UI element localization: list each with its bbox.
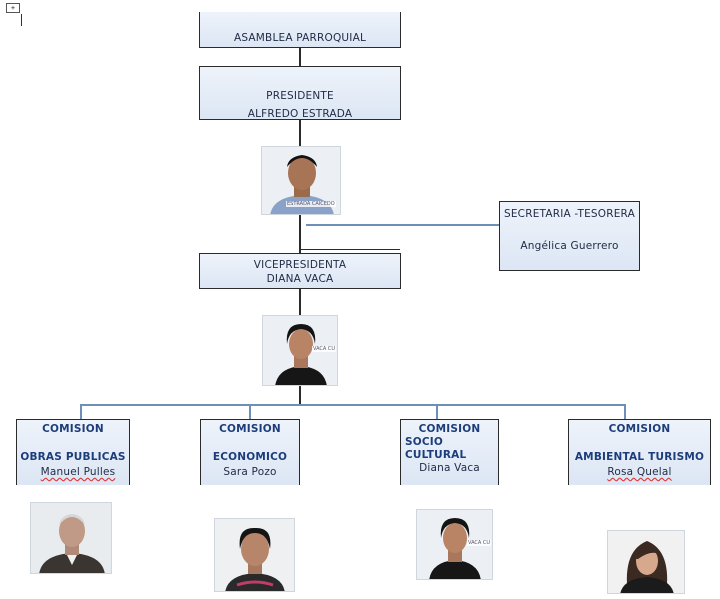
commission-person-1: Manuel Pulles (40, 466, 116, 478)
connector-to-secretary (306, 224, 499, 226)
commission-label-3: COMISION (418, 423, 481, 435)
secretary-box: SECRETARIA -TESORERA Angélica Guerrero (499, 201, 640, 271)
connector-vice-photo-to-bus (299, 386, 301, 405)
commission-area-4: AMBIENTAL TURISMO (574, 451, 705, 463)
president-photo: ESTRADA CAICEDO (261, 146, 341, 215)
text-cursor (21, 14, 22, 26)
connector-drop-3 (436, 404, 438, 419)
commission-photo-4 (607, 530, 685, 594)
commission-label-4: COMISION (608, 423, 671, 435)
commission-box-1: COMISION OBRAS PUBLICAS Manuel Pulles (16, 419, 130, 485)
secretary-title: SECRETARIA -TESORERA (503, 208, 636, 220)
commission-box-4: COMISION AMBIENTAL TURISMO Rosa Quelal (568, 419, 711, 485)
commission-person-3: Diana Vaca (419, 462, 480, 474)
person-photo-icon (31, 503, 111, 573)
commission-box-2: COMISION ECONOMICO Sara Pozo (200, 419, 300, 485)
president-title: PRESIDENTE (266, 90, 334, 102)
connector-commission-bus (80, 404, 626, 406)
commission-person-4: Rosa Quelal (607, 466, 672, 478)
commission-area-3-line1: SOCIO (405, 436, 444, 448)
commission-person-2: Sara Pozo (223, 466, 277, 478)
vicepresident-name: DIANA VACA (266, 273, 334, 285)
person-photo-icon (215, 519, 294, 591)
connector-photo-to-vice (299, 214, 301, 253)
vicepresident-photo: VACA CU (262, 315, 338, 386)
president-box: PRESIDENTE ALFREDO ESTRADA (199, 66, 401, 120)
asamblea-box: ASAMBLEA PARROQUIAL (199, 12, 401, 48)
commission-label-1: COMISION (42, 423, 104, 435)
connector-drop-1 (80, 404, 82, 419)
vicepresident-title: VICEPRESIDENTA (253, 259, 347, 271)
commission-box-3: COMISION SOCIO CULTURAL Diana Vaca (400, 419, 499, 485)
president-name: ALFREDO ESTRADA (247, 108, 353, 120)
commission-area-3-line2: CULTURAL (405, 449, 467, 461)
commission-photo-3: VACA CU (416, 509, 493, 580)
commission-area-2: ECONOMICO (212, 451, 288, 463)
person-photo-icon (608, 531, 684, 593)
vicepresident-box: VICEPRESIDENTA DIANA VACA (199, 253, 401, 289)
secretary-name: Angélica Guerrero (520, 240, 619, 252)
connector-drop-2 (249, 404, 251, 419)
connector-drop-4 (624, 404, 626, 419)
president-photo-tag: ESTRADA CAICEDO (286, 201, 336, 207)
connector-vice-to-photo (299, 288, 301, 315)
commission-photo-2 (214, 518, 295, 592)
connector-top-to-president (299, 47, 301, 66)
connector-president-to-photo (299, 119, 301, 146)
commission-photo-1 (30, 502, 112, 574)
asamblea-label: ASAMBLEA PARROQUIAL (233, 32, 367, 44)
table-move-handle-icon[interactable]: + (6, 3, 20, 13)
commission-photo-3-tag: VACA CU (467, 540, 492, 546)
commission-area-1: OBRAS PUBLICAS (20, 451, 126, 463)
vicepresident-photo-tag: VACA CU (312, 346, 337, 352)
commission-label-2: COMISION (219, 423, 281, 435)
connector-vice-underline (300, 249, 400, 250)
